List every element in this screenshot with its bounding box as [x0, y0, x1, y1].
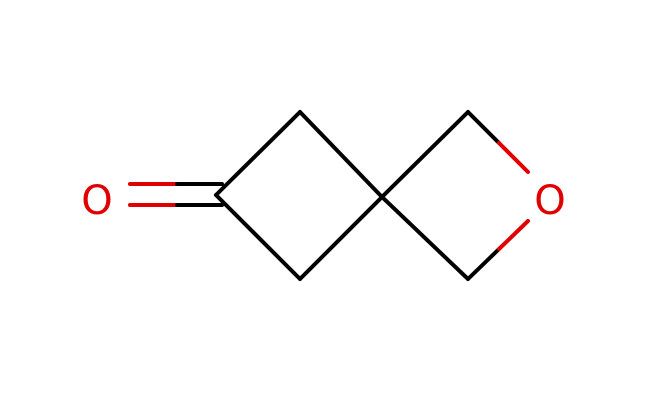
bond-ring2-d-red: [497, 219, 530, 251]
bond-ring2-d-black: [466, 247, 501, 281]
bond-ring2-b: [380, 195, 470, 281]
atom-oxygen-carbonyl: O: [81, 178, 112, 224]
atom-oxygen-oxetane: O: [534, 178, 565, 224]
bond-ring1-a: [214, 110, 302, 197]
bond-ring2-c-red: [497, 141, 530, 174]
bond-ring1-b: [298, 110, 384, 199]
bond-ring1-c: [298, 195, 384, 281]
bond-ring2-a: [380, 110, 470, 199]
bond-ring2-c-black: [466, 110, 501, 145]
bond-ring1-d: [214, 193, 302, 281]
